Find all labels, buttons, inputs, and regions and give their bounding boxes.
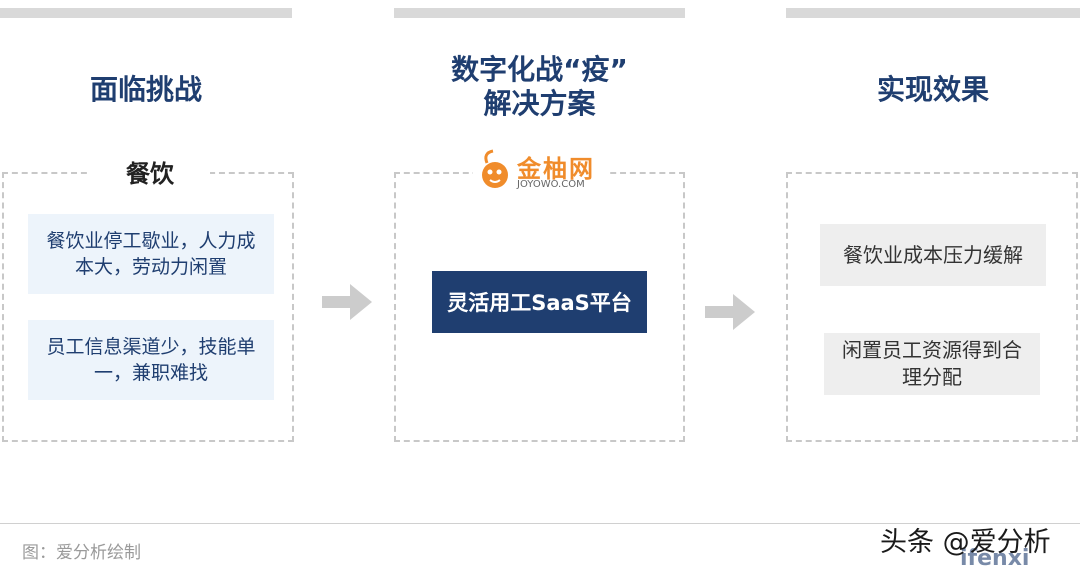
joyowo-logo-text: 金柚网 (517, 155, 595, 183)
joyowo-logo-icon (482, 149, 508, 188)
joyowo-logo: 金柚网 JOYOWO.COM (473, 145, 608, 201)
solution-title: 数字化战“疫” 解决方案 (394, 53, 685, 121)
result-panel: 餐饮业成本压力缓解 闲置员工资源得到合理分配 (786, 172, 1078, 442)
arrow-right-icon (705, 294, 755, 330)
challenge-panel-label: 餐饮 (90, 156, 210, 192)
solution-title-line1: 数字化战“疫” (451, 53, 628, 86)
top-bar-center (394, 8, 685, 18)
watermark-sub: ifenxi (960, 546, 1030, 571)
challenge-title: 面临挑战 (89, 73, 202, 106)
top-bar-right (786, 8, 1080, 18)
top-bar-left (0, 8, 292, 18)
result-title: 实现效果 (876, 73, 989, 106)
footer-divider (0, 523, 1080, 524)
challenge-panel: 餐饮业停工歇业，人力成本大，劳动力闲置 员工信息渠道少，技能单一，兼职难找 (2, 172, 294, 442)
result-item-2: 闲置员工资源得到合理分配 (824, 333, 1040, 395)
solution-title-line2: 解决方案 (483, 87, 596, 120)
arrow-right-icon (322, 284, 372, 320)
source-note: 图：爱分析绘制 (22, 543, 141, 563)
joyowo-logo-subtext: JOYOWO.COM (517, 179, 585, 190)
challenge-item-2: 员工信息渠道少，技能单一，兼职难找 (28, 320, 274, 400)
saas-platform-box: 灵活用工SaaS平台 (432, 271, 647, 333)
watermark: 头条 @爱分析 (880, 527, 1051, 558)
challenge-item-1: 餐饮业停工歇业，人力成本大，劳动力闲置 (28, 214, 274, 294)
result-item-1: 餐饮业成本压力缓解 (820, 224, 1046, 286)
